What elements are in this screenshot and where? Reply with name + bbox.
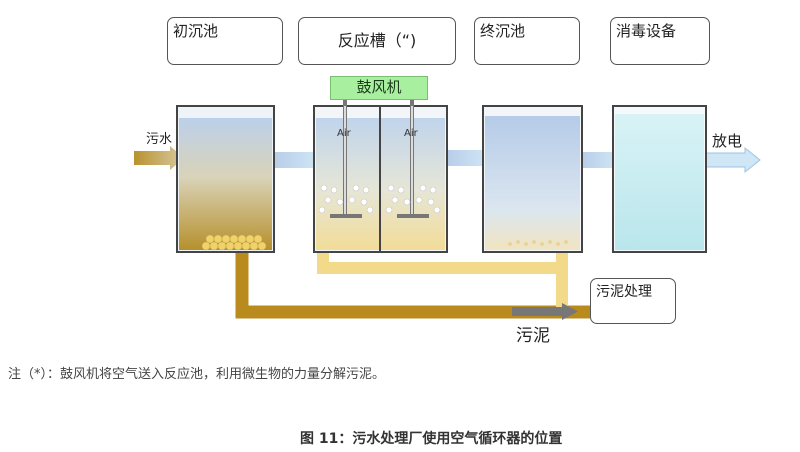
- air-label-right: Air: [404, 128, 419, 139]
- outlet-arrow: [704, 146, 761, 174]
- pipe-reactor-final: [447, 150, 483, 166]
- sludge-pipe: [235, 248, 590, 319]
- pipe-final-disinfect: [582, 152, 614, 168]
- label-primary-clarifier: 初沉池: [167, 17, 283, 65]
- sludge-label: 污泥: [516, 326, 550, 346]
- inlet-arrow: [134, 146, 184, 170]
- label-reactor: 反应槽（“): [298, 17, 456, 65]
- return-sludge-pipe: [317, 248, 568, 312]
- sludge-flow-arrow: [512, 307, 562, 316]
- final-sludge-particles: [508, 240, 568, 246]
- primary-sludge-particles: [201, 234, 267, 251]
- air-bubbles: [318, 184, 441, 214]
- footnote: 注（*）：鼓风机将空气送入反应池，利用微生物的力量分解污泥。: [8, 367, 386, 382]
- pipe-primary-reactor: [274, 152, 314, 168]
- label-disinfection: 消毒设备: [610, 17, 710, 65]
- air-label-left: Air: [337, 128, 352, 139]
- blower: 鼓风机: [330, 76, 428, 100]
- figure-caption: 图 11：污水处理厂使用空气循环器的位置: [300, 431, 563, 447]
- outlet-label: 放电: [712, 132, 743, 150]
- label-final-clarifier: 终沉池: [474, 17, 580, 65]
- label-sludge-treatment: 污泥处理: [590, 278, 676, 324]
- sludge-flow-arrowhead: [562, 303, 578, 320]
- inlet-label: 污水: [146, 132, 173, 147]
